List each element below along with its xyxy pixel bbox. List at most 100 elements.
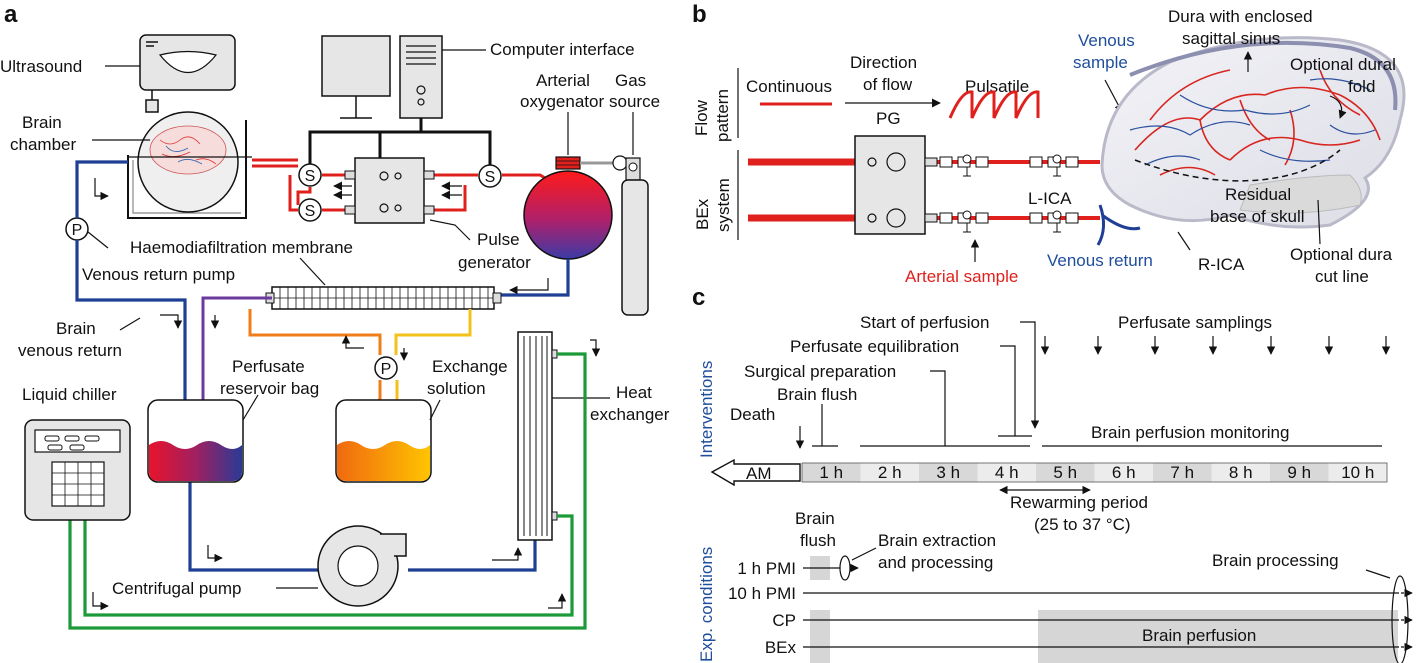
condition-label: CP (772, 611, 796, 630)
oxygenator-label-1: Arterial (536, 71, 590, 90)
optional-fold-label-1: Optional dural (1290, 55, 1396, 74)
centrifugal-pump (317, 525, 407, 607)
brain-chamber-label-2: chamber (10, 135, 76, 154)
pulse-generator-label-2: generator (458, 253, 531, 272)
start-perfusion-label: Start of perfusion (860, 313, 989, 332)
stopcocks (939, 154, 1079, 233)
stopcock-valve (962, 210, 972, 220)
svg-text:P: P (72, 222, 83, 239)
gas-source-label-1: Gas (615, 71, 646, 90)
pulse-generator-label-1: Pulse (477, 230, 520, 249)
hour-cell (1270, 463, 1329, 482)
hour-cell (1094, 463, 1153, 482)
interventions-label: Interventions (697, 361, 716, 458)
sensor-1: S (298, 163, 322, 187)
brain-chamber-label-1: Brain (22, 113, 62, 132)
hour-cell (860, 463, 919, 482)
heat-exchanger-label-1: Heat (616, 383, 652, 402)
svg-text:S: S (485, 169, 496, 186)
heat-exchanger (517, 331, 558, 541)
panel-a-letter: a (4, 1, 18, 28)
stopcock (1065, 212, 1079, 224)
perfusate-reservoir-bag (147, 399, 244, 483)
venous-return-pump-label: Venous return pump (82, 265, 235, 284)
venous-return-pump: P (65, 217, 89, 241)
surgical-preparation-label: Surgical preparation (744, 362, 896, 381)
exchange-pump: P (374, 356, 398, 380)
brain-venous-return-label-2: venous return (18, 341, 122, 360)
perfusate-samplings-label: Perfusate samplings (1118, 313, 1272, 332)
hour-label: 4 h (995, 463, 1019, 482)
dura-label-1: Dura with enclosed (1168, 7, 1313, 26)
arterial-oxygenator (523, 156, 613, 260)
dura-label-2: sagittal sinus (1182, 29, 1280, 48)
exchange-solution-bag (335, 399, 432, 483)
brain-perfusion-bar (1038, 610, 1398, 663)
extraction-label-2: and processing (878, 553, 993, 572)
condition-label: 1 h PMI (737, 559, 796, 578)
gas-source (580, 155, 649, 316)
stopcock (939, 156, 953, 168)
membrane-label: Haemodiafiltration membrane (130, 238, 353, 257)
venous-return-label: Venous return (1047, 251, 1153, 270)
hour-cell (977, 463, 1036, 482)
r-ica-label: R-ICA (1198, 255, 1245, 274)
arterial-sample-label: Arterial sample (905, 267, 1018, 286)
sampling-arrows (1040, 336, 1391, 355)
stopcock-valve (1052, 154, 1062, 164)
condition-label: BEx (765, 638, 797, 657)
sensor-3: S (478, 164, 502, 188)
hour-label: 7 h (1170, 463, 1194, 482)
panel-b-letter: b (692, 1, 707, 28)
perfusate-equilibration-label: Perfusate equilibration (790, 337, 959, 356)
brain-illustration (1096, 36, 1406, 246)
brain-chamber (127, 111, 252, 219)
svg-text:P: P (381, 361, 392, 378)
hour-cell (802, 463, 861, 482)
exp-conditions-label: Exp. conditions (697, 547, 716, 662)
flow-pattern-label-2: pattern (713, 89, 732, 142)
ultrasound-device (139, 34, 236, 113)
computer-interface-label: Computer interface (490, 40, 635, 59)
stopcock-valve (962, 154, 972, 164)
stopcock (939, 212, 953, 224)
hour-cell (1036, 463, 1095, 482)
hour-label: 9 h (1287, 463, 1311, 482)
heat-exchanger-label-2: exchanger (590, 405, 670, 424)
svg-text:S: S (305, 168, 316, 185)
stopcock (1029, 212, 1043, 224)
brain-processing-label: Brain processing (1212, 551, 1339, 570)
l-ica-label: L-ICA (1028, 189, 1072, 208)
venous-sample-label-2: sample (1073, 53, 1128, 72)
continuous-label: Continuous (746, 77, 832, 96)
hour-label: 6 h (1112, 463, 1136, 482)
exchange-label-2: solution (427, 379, 486, 398)
hour-cell (1211, 463, 1270, 482)
pulsatile-label: Pulsatile (965, 77, 1029, 96)
stopcock-valve (1052, 210, 1062, 220)
am-label: AM (746, 464, 772, 483)
pg-box (854, 135, 938, 235)
residual-label-1: Residual (1225, 185, 1291, 204)
panel-b: b Flow pattern Continuous Direction of f… (692, 1, 1406, 286)
centrifugal-pump-label: Centrifugal pump (112, 579, 241, 598)
pg-label: PG (876, 109, 901, 128)
bex-system-label-1: BEx (693, 198, 712, 230)
ultrasound-label: Ultrasound (0, 57, 82, 76)
gas-source-label-2: source (609, 92, 660, 111)
brain-perfusion-label: Brain perfusion (1142, 626, 1256, 645)
computer-interface (321, 35, 443, 119)
optional-fold-label-2: fold (1348, 77, 1375, 96)
hour-cell (1153, 463, 1212, 482)
hour-label: 3 h (936, 463, 960, 482)
condition-label: 10 h PMI (728, 584, 796, 603)
panel-c: c Interventions Exp. conditions Start of… (692, 284, 1413, 663)
panel-c-letter: c (692, 284, 705, 311)
hour-label: 10 h (1341, 463, 1374, 482)
hour-label: 8 h (1229, 463, 1253, 482)
hour-cell (919, 463, 978, 482)
flush-bar-bex (810, 610, 830, 663)
brain-flush-top-label: Brain flush (777, 385, 857, 404)
